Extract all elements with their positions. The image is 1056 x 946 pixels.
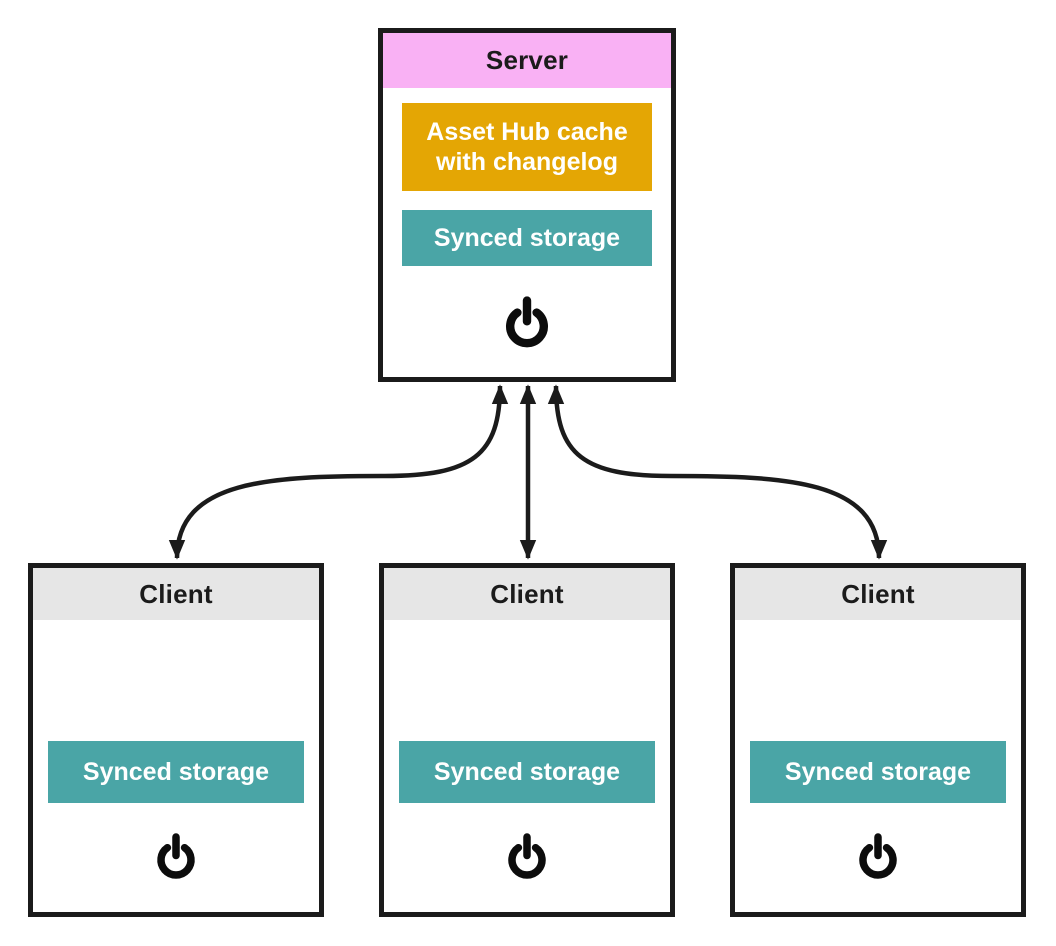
asset-hub-cache-box: Asset Hub cache with changelog xyxy=(402,103,652,191)
client-node-left: Client Synced storage xyxy=(28,563,324,917)
client-synced-storage-box: Synced storage xyxy=(399,741,655,803)
arrow-server-left-client xyxy=(168,384,509,560)
client-node-middle: Client Synced storage xyxy=(379,563,675,917)
arrow-server-right-client xyxy=(547,384,888,560)
server-synced-storage-box: Synced storage xyxy=(402,210,652,266)
server-node: Server Asset Hub cache with changelog Sy… xyxy=(378,28,676,382)
client-node-right: Client Synced storage xyxy=(730,563,1026,917)
client-title: Client xyxy=(384,568,670,620)
client-power-icon xyxy=(384,832,670,882)
client-power-icon xyxy=(33,832,319,882)
client-title: Client xyxy=(33,568,319,620)
client-title: Client xyxy=(735,568,1021,620)
client-synced-storage-box: Synced storage xyxy=(750,741,1006,803)
server-power-icon xyxy=(383,295,671,351)
client-power-icon xyxy=(735,832,1021,882)
client-synced-storage-box: Synced storage xyxy=(48,741,304,803)
server-title: Server xyxy=(383,33,671,88)
